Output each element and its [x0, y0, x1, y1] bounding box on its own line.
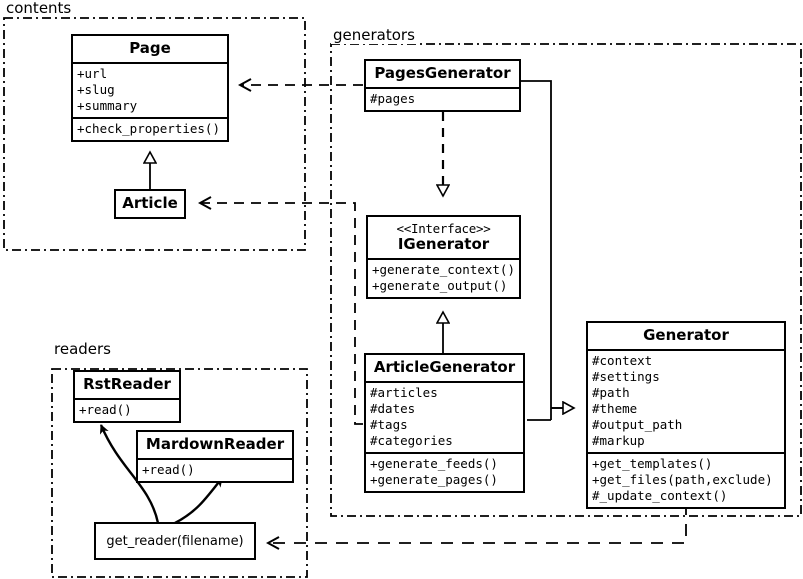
relation-articlegenerator-depends-article [200, 203, 363, 425]
class-box-articlegenerator[interactable]: ArticleGenerator #articles #dates #tags … [364, 353, 525, 493]
function-label-get-reader: get_reader(filename) [106, 533, 244, 549]
class-box-pagesgenerator[interactable]: PagesGenerator #pages [364, 59, 521, 112]
class-operations-igenerator: +generate_context() +generate_output() [368, 258, 519, 297]
package-label-readers: readers [52, 341, 114, 358]
package-frame-readers [51, 368, 308, 578]
class-attributes-page: +url +slug +summary [73, 62, 227, 117]
attribute: +summary [77, 98, 138, 113]
class-title-article: Article [122, 194, 178, 212]
package-frame-generators [330, 43, 802, 517]
relation-getreader-uses-markdownreader [174, 477, 223, 525]
class-stereotype-igenerator: <<Interface>> [396, 221, 491, 236]
class-title-pagesgenerator: PagesGenerator [374, 64, 511, 82]
class-title-generator: Generator [643, 326, 729, 344]
class-operations-articlegenerator: +generate_feeds() +generate_pages() [366, 452, 523, 491]
package-label-generators: generators [331, 27, 418, 44]
operation: +generate_feeds() [370, 456, 498, 471]
class-operations-markdownreader: +read() [138, 458, 292, 481]
operation: +generate_output() [372, 278, 508, 293]
class-attributes-pagesgenerator: #pages [366, 87, 519, 110]
class-box-page[interactable]: Page +url +slug +summary +check_properti… [71, 34, 229, 142]
class-title-rstreader: RstReader [83, 375, 171, 393]
class-operations-page: +check_properties() [73, 117, 227, 140]
attribute: #markup [592, 433, 645, 448]
attribute: #pages [370, 91, 416, 106]
attribute: #path [592, 385, 630, 400]
relation-generators-generalize-generator [521, 80, 574, 421]
relation-generator-depends-getreader [268, 503, 687, 543]
attribute: #output_path [592, 417, 683, 432]
operation: #_update_context() [592, 488, 728, 503]
attribute: #categories [370, 433, 453, 448]
attribute: +url [77, 66, 108, 81]
attribute: #theme [592, 401, 638, 416]
relation-getreader-uses-rstreader [99, 424, 160, 524]
class-box-rstreader[interactable]: RstReader +read() [73, 370, 181, 423]
class-box-article[interactable]: Article [114, 189, 186, 219]
operation: +generate_pages() [370, 472, 498, 487]
class-title-page: Page [129, 39, 171, 57]
package-label-contents: contents [4, 0, 75, 17]
operation: +get_templates() [592, 456, 713, 471]
operation: +check_properties() [77, 121, 220, 136]
class-title-igenerator: <<Interface>> IGenerator [368, 217, 519, 258]
attribute: #settings [592, 369, 660, 384]
class-attributes-articlegenerator: #articles #dates #tags #categories [366, 381, 523, 452]
attribute: #articles [370, 385, 438, 400]
class-box-igenerator[interactable]: <<Interface>> IGenerator +generate_conte… [366, 215, 521, 299]
attribute: #tags [370, 417, 408, 432]
class-operations-generator: +get_templates() +get_files(path,exclude… [588, 452, 784, 507]
class-name-igenerator: IGenerator [397, 235, 490, 253]
class-box-markdownreader[interactable]: MardownReader +read() [136, 430, 294, 483]
operation: +read() [142, 462, 195, 477]
operation: +get_files(path,exclude) [592, 472, 773, 487]
function-box-get-reader[interactable]: get_reader(filename) [94, 522, 256, 560]
class-attributes-generator: #context #settings #path #theme #output_… [588, 349, 784, 452]
class-title-markdownreader: MardownReader [145, 435, 285, 453]
class-operations-rstreader: +read() [75, 398, 179, 421]
operation: +read() [79, 402, 132, 417]
attribute: #context [592, 353, 653, 368]
package-frame-contents [3, 17, 306, 251]
class-title-articlegenerator: ArticleGenerator [373, 358, 516, 376]
class-box-generator[interactable]: Generator #context #settings #path #them… [586, 321, 786, 509]
operation: +generate_context() [372, 262, 515, 277]
attribute: #dates [370, 401, 416, 416]
attribute: +slug [77, 82, 115, 97]
